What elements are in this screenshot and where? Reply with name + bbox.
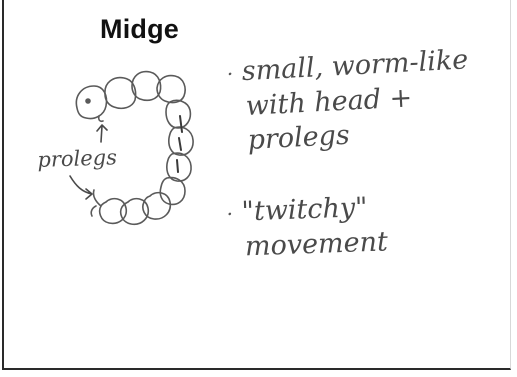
bullet: · bbox=[226, 202, 233, 226]
larva-segment bbox=[105, 78, 136, 109]
larva-segment bbox=[160, 178, 185, 205]
larva-segment bbox=[132, 72, 161, 101]
larva-head bbox=[76, 86, 106, 119]
larva-front-proleg bbox=[99, 116, 103, 121]
bullet: · bbox=[226, 62, 234, 86]
prolegs-label: prolegs bbox=[37, 145, 117, 172]
note-description: · small, worm-like with head + prolegs bbox=[226, 43, 473, 159]
note-movement: · "twitchy" movement bbox=[226, 190, 388, 265]
arrow-up-icon bbox=[97, 125, 107, 142]
note-card: Midge bbox=[2, 0, 511, 370]
arrow-curved-icon bbox=[70, 176, 92, 199]
larva-segment bbox=[100, 199, 127, 224]
note-line: · "twitchy" bbox=[226, 190, 387, 231]
larva-eye bbox=[86, 99, 90, 103]
note-line: movement bbox=[227, 225, 388, 265]
larva-segment bbox=[166, 100, 190, 128]
